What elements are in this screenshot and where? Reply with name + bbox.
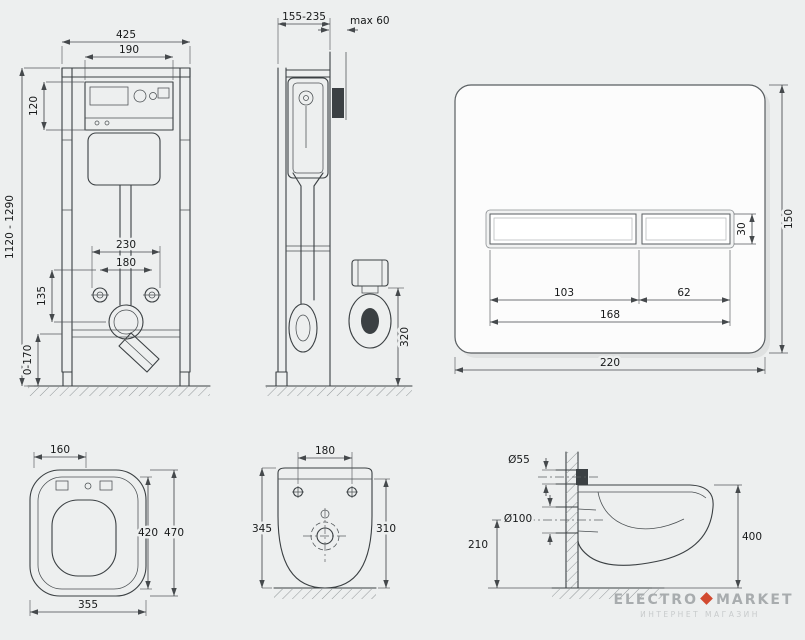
dim-label-320: 320 <box>399 327 411 347</box>
bowl-top-view: 160 420 470 355 <box>29 442 187 616</box>
bowl-opening <box>51 499 117 577</box>
dim-label-frame-width: 425 <box>116 29 136 41</box>
wall-section <box>329 51 347 387</box>
watermark-subtitle: ИНТЕРНЕТ МАГАЗИН <box>640 610 760 619</box>
drain-pipe <box>492 506 604 534</box>
cistern-section <box>287 77 329 187</box>
drain-center-front <box>303 508 347 562</box>
dim-label-0-170: 0-170 <box>22 345 34 376</box>
dim-box-height: 120 <box>26 81 86 131</box>
cistern-control-box <box>84 81 174 131</box>
ground-front <box>273 587 377 599</box>
dim-label-62: 62 <box>677 287 690 299</box>
large-flush-button <box>489 213 637 245</box>
side-frame-structure <box>275 67 331 387</box>
dim-button-widths: 103 62 168 <box>489 250 731 326</box>
dim-label-220: 220 <box>600 357 620 369</box>
dim-label-355: 355 <box>78 599 98 611</box>
dim-hole-spacing: 180 <box>297 443 353 484</box>
dim-frame-height-range: 1120 - 1290 <box>2 67 60 387</box>
dim-230: 230 <box>91 237 161 288</box>
bowl-outline-front <box>277 467 373 589</box>
dim-bolt-to-drain: 135 <box>34 269 106 323</box>
dim-label-470: 470 <box>164 527 184 539</box>
dim-label-310: 310 <box>376 523 396 535</box>
dim-top-160: 160 <box>33 442 87 468</box>
dim-button-height: 30 <box>734 213 756 245</box>
floor-line <box>27 385 211 396</box>
dim-label-180: 180 <box>116 257 136 269</box>
dim-outlet-height: 320 <box>388 287 414 386</box>
bowl-side-view: Ø55 Ø100 210 400 <box>465 451 765 599</box>
dim-front-heights: 345 310 <box>249 467 399 589</box>
dim-bowl-width: 355 <box>29 597 147 616</box>
dim-label-d100: Ø100 <box>504 513 532 525</box>
dim-inlet-diameter: Ø55 <box>506 452 556 496</box>
seat-hinge-right <box>99 480 113 491</box>
wall-fittings <box>348 259 392 349</box>
dim-label-height-range: 1120 - 1290 <box>4 195 16 259</box>
dim-max-finish: max 60 <box>318 13 392 33</box>
dim-label-max-60: max 60 <box>350 15 390 27</box>
dim-label-103: 103 <box>554 287 574 299</box>
dim-label-160: 160 <box>50 444 70 456</box>
dim-label-d55: Ø55 <box>508 454 530 466</box>
dim-label-135: 135 <box>36 286 48 306</box>
seat-hinge-left <box>55 480 69 491</box>
dim-label-400: 400 <box>742 531 762 543</box>
dim-bolt-spacing: 180 <box>100 255 152 273</box>
bowl-front-view: 180 345 310 <box>249 443 399 599</box>
dim-bowl-depths: 420 470 <box>135 469 187 597</box>
dim-label-345: 345 <box>252 523 272 535</box>
ground-side <box>551 587 665 599</box>
frame-side-view: 155-235 max 60 320 <box>265 9 414 396</box>
dim-foot-adjust-range: 0-170 <box>20 333 62 386</box>
inlet-pipe <box>538 469 600 485</box>
dim-label-30: 30 <box>736 222 748 235</box>
dim-bowl-height: 400 <box>652 484 765 589</box>
mounting-holes <box>292 486 358 498</box>
side-floor-line <box>265 385 413 396</box>
frame-structure <box>61 67 191 387</box>
flush-plate-view: 103 62 168 220 150 30 <box>454 84 798 374</box>
dim-depth-range: 155-235 <box>277 9 331 64</box>
dim-label-210: 210 <box>468 539 488 551</box>
dim-label-box-height: 120 <box>28 96 40 116</box>
watermark-brand-left: ELECTRO <box>613 592 698 608</box>
dim-plate-width: 220 <box>454 355 766 374</box>
dim-label-420: 420 <box>138 527 158 539</box>
dim-plate-height: 150 <box>769 84 798 354</box>
small-flush-button <box>641 213 731 245</box>
dim-label-depth-range: 155-235 <box>282 11 326 23</box>
dim-label-168: 168 <box>600 309 620 321</box>
dim-box-width: 190 <box>84 42 174 80</box>
frame-front-view: 425 190 1120 - 1290 120 135 <box>2 27 211 396</box>
fixing-bolts <box>91 287 161 303</box>
dim-frame-width: 425 <box>61 27 191 64</box>
dim-label-box-width: 190 <box>119 44 139 56</box>
dim-drain-diameter: Ø100 <box>501 495 556 545</box>
dim-drain-height: 210 <box>465 520 552 589</box>
dim-label-230: 230 <box>116 239 136 251</box>
mounting-plate-section <box>332 88 344 118</box>
flush-pipe-section <box>288 185 318 353</box>
bowl-profile <box>577 484 714 566</box>
cistern-tank <box>87 132 161 306</box>
watermark-brand-right: MARKET <box>716 592 794 608</box>
dim-label-150: 150 <box>783 209 795 229</box>
drain-outlet <box>108 304 160 373</box>
dim-label-180-front: 180 <box>315 445 335 457</box>
